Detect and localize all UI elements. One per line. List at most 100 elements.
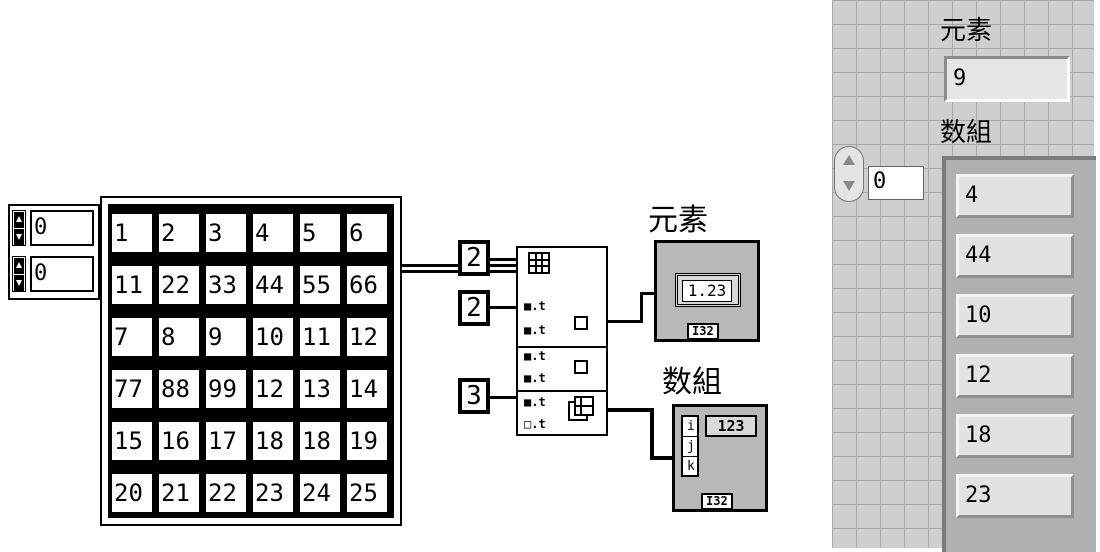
array-cell[interactable]: 22 [159,266,199,304]
array-dims-box: i j k [681,415,699,477]
array-cell[interactable]: 7 [112,318,152,356]
array-label: 数組 [940,118,993,148]
array-indicator-value: 123 [705,415,757,437]
element-value: 9 [944,56,1070,102]
index-terminal-icon: ■.t [524,323,546,337]
array-cell[interactable]: 6 [347,214,387,252]
subarray-wire [650,456,672,460]
array-element: 12 [956,354,1074,398]
array-index-field[interactable]: 0 [868,166,924,200]
element-wire [608,320,642,323]
element-indicator-box: 1.23 [675,273,741,307]
constant-2-array-passthrough[interactable]: 2 [458,240,490,276]
array-cell[interactable]: 24 [300,474,340,512]
node-divider [518,390,606,392]
dim-label-j: j [687,439,695,454]
array-cell[interactable]: 16 [159,422,199,460]
array-cell[interactable]: 20 [112,474,152,512]
disabled-index-terminal-icon: □.t [524,417,546,431]
array-cell[interactable]: 2 [159,214,199,252]
index-wire [490,306,516,309]
element-type-tag: I32 [687,323,719,340]
array-cell[interactable]: 21 [159,474,199,512]
constant-2[interactable]: 2 [458,290,490,326]
array-cell[interactable]: 17 [206,422,246,460]
array-cell[interactable]: 11 [112,266,152,304]
array-cell[interactable]: 99 [206,370,246,408]
col-index[interactable]: 0 [10,252,98,296]
array-wire [402,270,458,273]
row-index-value[interactable]: 0 [30,210,94,246]
array-element: 10 [956,294,1074,338]
dim-label-i: i [687,419,695,434]
decrement-arrow-icon[interactable] [843,181,855,191]
subarray-output-icon [568,396,594,421]
col-index-value[interactable]: 0 [30,256,94,292]
array-cell[interactable]: 12 [347,318,387,356]
array-cell[interactable]: 19 [347,422,387,460]
array-cell[interactable]: 33 [206,266,246,304]
element-indicator-value: 1.23 [682,280,732,302]
subarray-wire [650,408,654,460]
array-cell[interactable]: 4 [253,214,293,252]
array-type-tag: I32 [701,493,733,510]
array-cell[interactable]: 66 [347,266,387,304]
array-wire-to-node [490,270,516,273]
array-cell[interactable]: 55 [300,266,340,304]
array-cell[interactable]: 5 [300,214,340,252]
node-divider [518,346,606,348]
array-element: 23 [956,474,1074,518]
array-cell[interactable]: 3 [206,214,246,252]
array-wire-to-node [490,264,516,267]
front-panel: 元素 9 数組 0 4 44 10 12 18 23 [832,0,1096,552]
element-output-icon [574,360,588,374]
array-indicator-label: 数組 [662,365,722,400]
array-cell[interactable]: 25 [347,474,387,512]
array-cell[interactable]: 10 [253,318,293,356]
element-wire [640,292,656,295]
element-label: 元素 [940,16,993,46]
index-wire [490,396,516,399]
array-indicator[interactable]: i j k 123 I32 [672,404,768,512]
array-cell[interactable]: 18 [300,422,340,460]
array-cell[interactable]: 23 [253,474,293,512]
element-indicator-label: 元素 [648,203,708,238]
array-cell[interactable]: 14 [347,370,387,408]
constant-3[interactable]: 3 [458,378,490,414]
array-cell[interactable]: 22 [206,474,246,512]
dim-label-k: k [687,459,695,474]
index-terminal-icon: ■.t [524,395,546,409]
array-cell[interactable]: 12 [253,370,293,408]
array-cell[interactable]: 11 [300,318,340,356]
array-cell[interactable]: 13 [300,370,340,408]
array-cell[interactable]: 8 [159,318,199,356]
array-index-spinner[interactable] [834,146,864,202]
increment-arrow-icon[interactable] [843,155,855,165]
col-index-spinner[interactable] [12,256,26,292]
index-terminal-icon: ■.t [524,299,546,313]
array-cell[interactable]: 15 [112,422,152,460]
array-cell[interactable]: 44 [253,266,293,304]
array-cell[interactable]: 77 [112,370,152,408]
array-cell[interactable]: 88 [159,370,199,408]
array-index-display[interactable]: 0 0 [8,204,100,300]
row-index[interactable]: 0 [10,206,98,250]
index-terminal-icon: ■.t [524,349,546,363]
array-display: 4 44 10 12 18 23 [942,156,1096,552]
array-cell[interactable]: 1 [112,214,152,252]
row-index-spinner[interactable] [12,210,26,246]
index-array-node[interactable]: ■.t ■.t ■.t ■.t ■.t □.t [516,246,608,436]
array-wire [402,264,458,267]
element-wire [640,292,643,323]
element-indicator[interactable]: 1.23 I32 [654,240,760,342]
array-cell[interactable]: 18 [253,422,293,460]
array-wire-to-node [490,258,516,261]
array-element: 18 [956,414,1074,458]
array-cell[interactable]: 9 [206,318,246,356]
subarray-wire [608,408,652,412]
element-output-icon [574,316,588,330]
array-element: 4 [956,174,1074,218]
array-grid-icon [528,252,550,274]
